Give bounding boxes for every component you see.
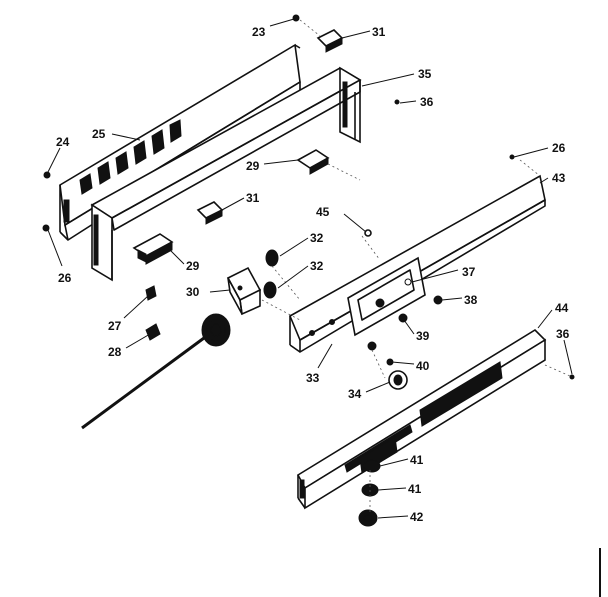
label-33: 33 [306,371,320,385]
console-frame-35 [90,66,362,282]
bracket-29-lower [132,233,174,265]
rear-panel-25 [59,43,301,241]
clip-31-upper [316,29,344,53]
control-panel-43 [288,174,546,353]
label-37: 37 [462,265,476,279]
label-41-lower: 41 [408,482,422,496]
label-29-lower: 29 [186,259,200,273]
spring-clips-32 [263,249,279,299]
bracket-29-upper [296,149,330,175]
label-36-upper: 36 [420,95,434,109]
label-24: 24 [56,135,70,149]
label-31-lower: 31 [246,191,260,205]
label-43: 43 [552,171,566,185]
clip-31-lower [196,201,224,225]
label-25: 25 [92,127,106,141]
label-26-left: 26 [58,271,72,285]
label-29-upper: 29 [246,159,260,173]
label-35: 35 [418,67,432,81]
label-39: 39 [416,329,430,343]
label-41-upper: 41 [410,453,424,467]
label-44: 44 [555,301,569,315]
label-36-lower: 36 [556,327,570,341]
label-32-upper: 32 [310,231,324,245]
label-28: 28 [108,345,122,359]
label-31-upper: 31 [372,25,386,39]
label-26-right: 26 [552,141,566,155]
lower-trim-44 [296,328,547,510]
label-34: 34 [348,387,362,401]
label-38: 38 [464,293,478,307]
leader-lines [47,18,573,519]
label-40: 40 [416,359,430,373]
label-30: 30 [186,285,200,299]
thermostat-capillary [81,313,231,430]
label-45: 45 [316,205,330,219]
timer-module-30 [226,266,262,316]
assembly-guides [261,19,571,512]
part-labels: 23 31 35 36 24 25 29 26 43 31 45 26 32 2… [56,25,570,524]
label-42: 42 [410,510,424,524]
label-32-lower: 32 [310,259,324,273]
label-23: 23 [252,25,266,39]
label-27: 27 [108,319,122,333]
